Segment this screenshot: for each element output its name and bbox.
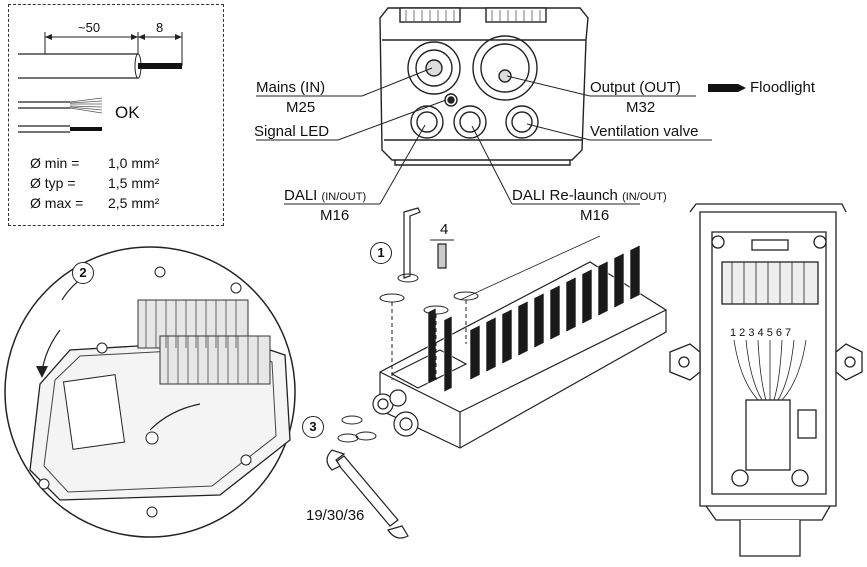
dali-size: M16 [320,207,350,224]
output-size: M32 [626,99,656,116]
spec-row-min-val: 1,0 mm² [108,155,160,171]
floodlight-label: Floodlight [750,79,816,96]
spec-row-min-sym: Ø min = [30,155,80,171]
step-3-marker: 3 [302,416,324,438]
spec-row-max-sym: Ø max = [30,195,84,211]
output-label: Output (OUT) [590,79,681,96]
floodlight-arrow-icon [708,84,746,92]
front-view-device [669,203,863,557]
signal-led-label: Signal LED [254,123,330,140]
ok-label: OK [115,103,140,122]
spec-row-max-val: 2,5 mm² [108,195,160,211]
hex-size-label: 4 [440,221,449,238]
isometric-device [372,235,667,449]
dali-label: DALI (IN/OUT) [284,187,367,204]
step-2-marker: 2 [72,262,94,284]
dim-strip-label: ~50 [78,20,101,35]
wrench-icon [326,449,409,539]
ventilation-valve-label: Ventilation valve [590,123,699,140]
terminal-numbers: 1 2 3 4 5 6 7 [730,327,792,339]
mains-label: Mains (IN) [256,79,326,96]
step-1-marker: 1 [370,242,392,264]
wrench-size-label: 19/30/36 [306,507,365,524]
top-view-device [379,7,589,166]
relaunch-label: DALI Re-launch (IN/OUT) [512,187,667,204]
spec-row-typ-val: 1,5 mm² [108,175,160,191]
dim-tip-label: 8 [156,20,164,35]
terminal-zoom-view [4,246,296,538]
mains-size: M25 [286,99,316,116]
spec-row-typ-sym: Ø typ = [30,175,76,191]
wire-spec-box [8,4,224,226]
hex-key-icon [403,207,454,279]
relaunch-size: M16 [580,207,610,224]
